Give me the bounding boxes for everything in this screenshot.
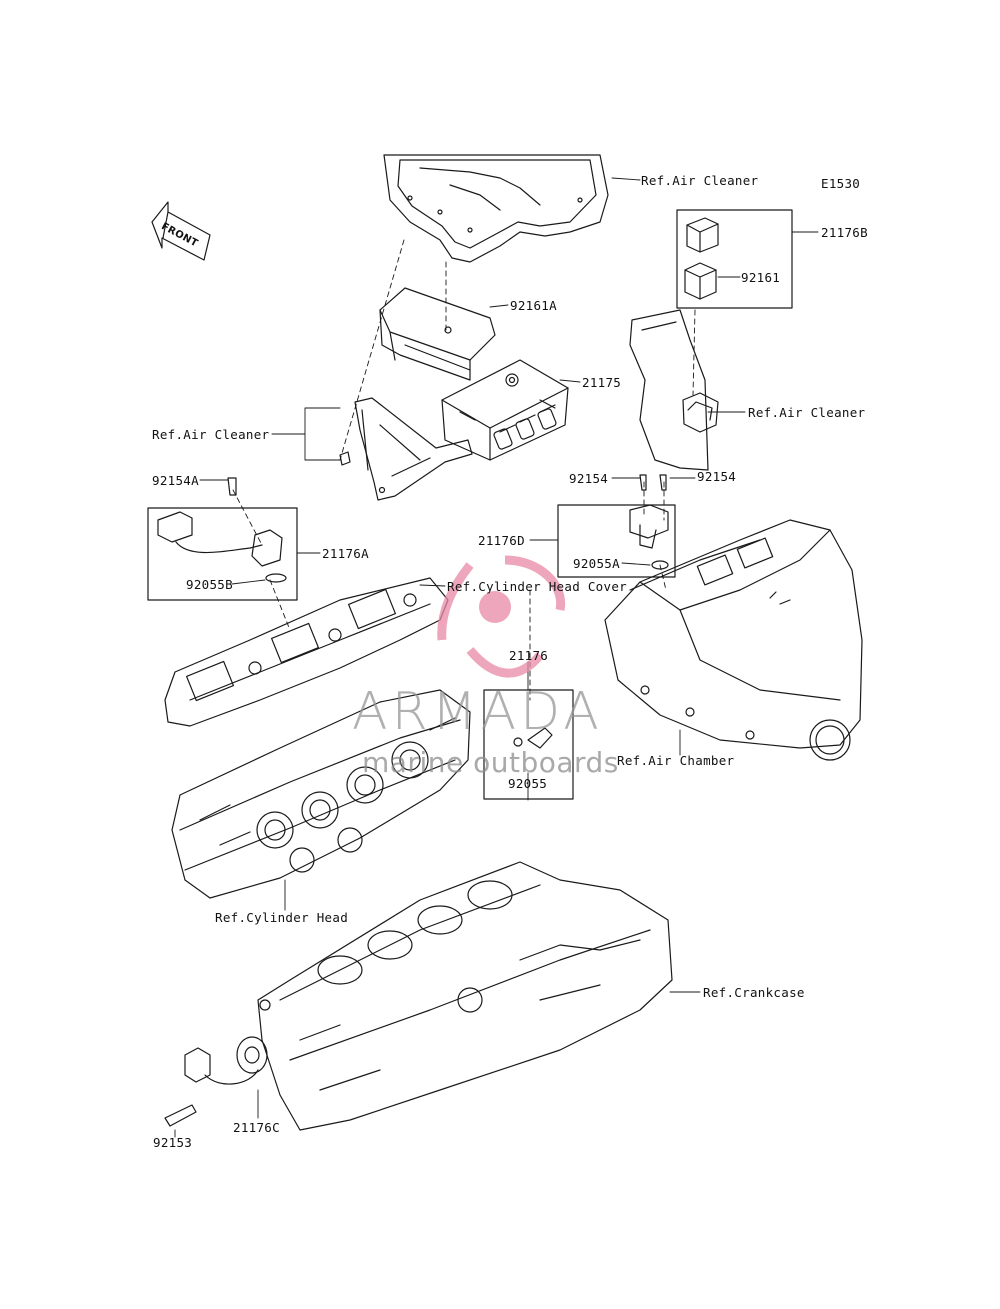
label-92153: 92153 — [153, 1135, 193, 1150]
label-cylinder-head-cover: Ref.Cylinder Head Cover — [447, 579, 627, 594]
label-21176c: 21176C — [233, 1120, 280, 1135]
sensor-21176b-group — [676, 209, 793, 309]
label-92154-left: 92154 — [569, 471, 609, 486]
label-21176a: 21176A — [322, 546, 369, 561]
air-cleaner-duct-right — [629, 309, 719, 471]
ecu-21175 — [441, 359, 569, 461]
air-chamber — [604, 519, 863, 761]
ecu-cover-92161a — [379, 287, 496, 381]
label-air-cleaner-left: Ref.Air Cleaner — [152, 427, 270, 442]
label-air-cleaner-top: Ref.Air Cleaner — [641, 173, 759, 188]
label-air-cleaner-right: Ref.Air Cleaner — [748, 405, 866, 420]
label-21175: 21175 — [582, 375, 622, 390]
cylinder-head — [171, 689, 471, 899]
label-92055b: 92055B — [186, 577, 233, 592]
label-92154-right: 92154 — [697, 469, 737, 484]
label-92161a: 92161A — [510, 298, 557, 313]
sensor-21176d-group — [557, 474, 676, 578]
watermark-title: ARMADA — [352, 682, 603, 742]
air-cleaner-housing — [383, 154, 609, 263]
sensor-21176c-group — [164, 1036, 268, 1127]
label-21176b: 21176B — [821, 225, 868, 240]
label-92055a: 92055A — [573, 556, 620, 571]
label-92154a: 92154A — [152, 473, 199, 488]
label-cylinder-head: Ref.Cylinder Head — [215, 910, 349, 925]
diagram-code: E1530 — [821, 176, 861, 191]
label-crankcase: Ref.Crankcase — [703, 985, 805, 1000]
sensor-21176a-group — [147, 477, 298, 601]
label-air-chamber: Ref.Air Chamber — [617, 753, 735, 768]
label-92055: 92055 — [508, 776, 548, 791]
front-arrow-icon — [151, 201, 211, 261]
crankcase — [257, 861, 673, 1131]
ecu-bracket — [339, 397, 473, 501]
watermark-logo — [437, 555, 566, 678]
label-21176: 21176 — [509, 648, 549, 663]
watermark-subtitle: marine outboards — [362, 746, 619, 779]
label-21176d: 21176D — [478, 533, 525, 548]
sensor-21176-group — [483, 689, 574, 800]
label-92161: 92161 — [741, 270, 781, 285]
